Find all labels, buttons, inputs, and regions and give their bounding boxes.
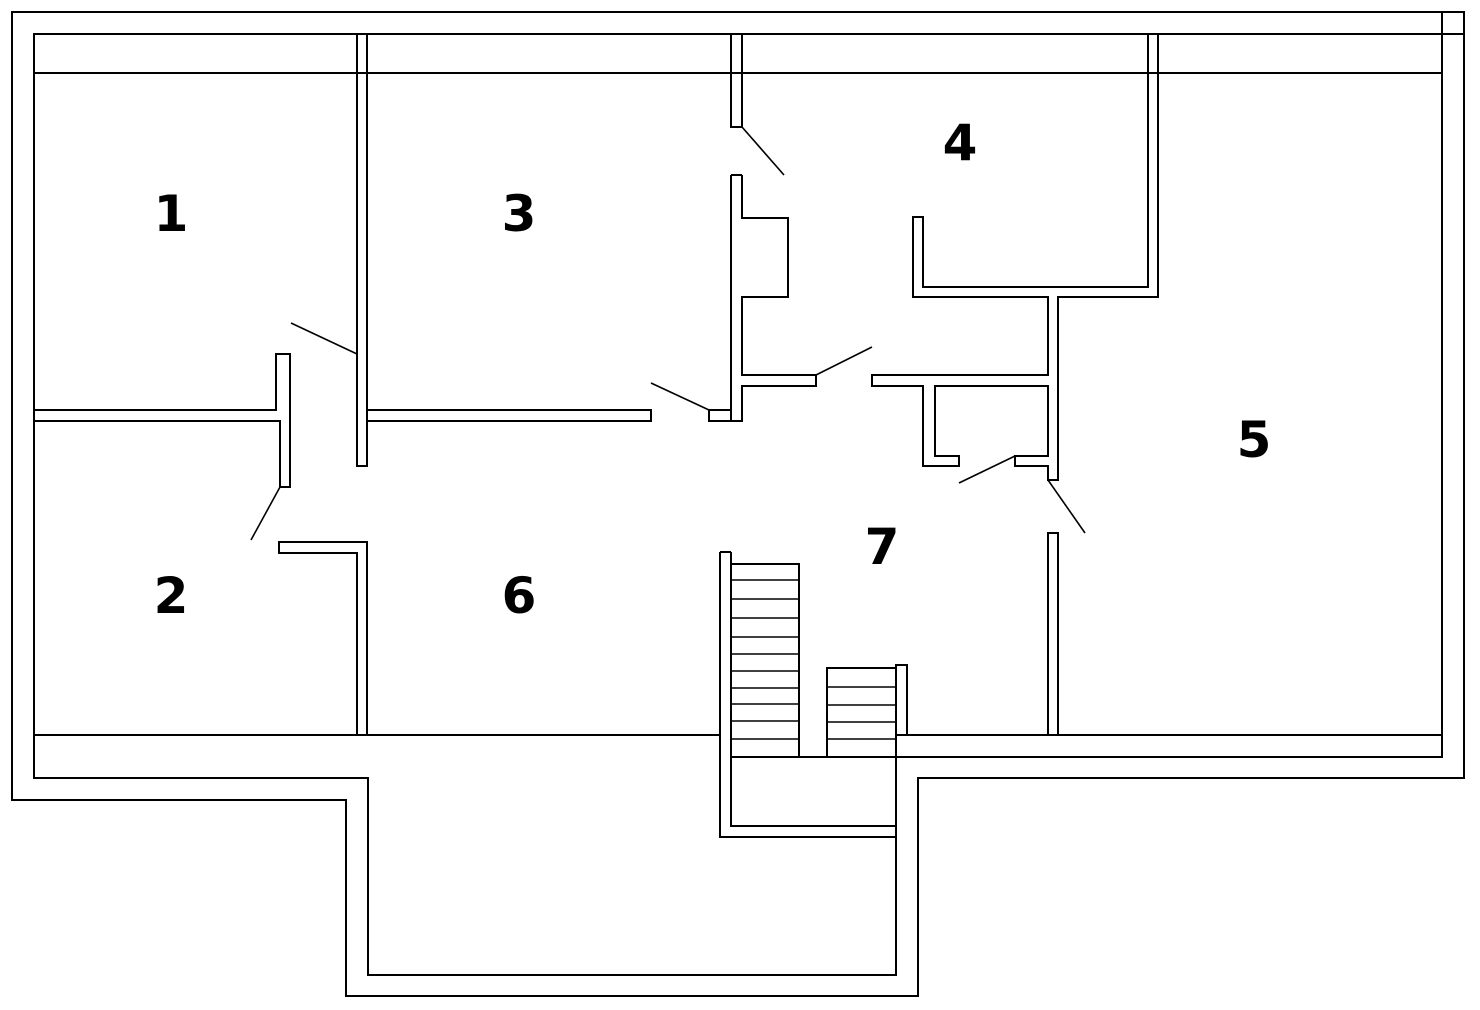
door-room-1 [290, 322, 358, 355]
stair-treads-right [827, 686, 896, 740]
room-labels: 1 2 3 4 5 6 7 [154, 114, 1272, 625]
room-2-label: 2 [154, 567, 189, 625]
door-room-3 [650, 382, 710, 411]
stair-flight-left [730, 563, 800, 758]
interior-walls [34, 33, 1159, 736]
room-5-label: 5 [1237, 411, 1272, 469]
door-room-5 [1047, 479, 1086, 534]
stair-outer-wall [719, 551, 908, 838]
wall-3-4-top [730, 34, 743, 128]
exterior-wall-outer [11, 11, 1465, 997]
doors [250, 126, 1086, 541]
room-3-label: 3 [502, 185, 537, 243]
door-utility [958, 455, 1016, 484]
wall-5-7-lower [1047, 532, 1059, 736]
wall-1-3 [356, 34, 368, 467]
room-6-label: 6 [502, 567, 537, 625]
room-4-label: 4 [943, 114, 978, 172]
wall-3-6 [367, 409, 652, 422]
door-room-3-top [741, 126, 785, 176]
wall-1-2 [34, 353, 291, 488]
room-7-label: 7 [865, 518, 900, 576]
door-closet [815, 346, 873, 376]
staircase [719, 551, 908, 838]
exterior-walls [11, 11, 1465, 997]
wall-3-closet [708, 174, 817, 422]
room-1-label: 1 [154, 185, 189, 243]
exterior-wall-inner [33, 33, 1443, 976]
door-room-2 [250, 486, 281, 541]
stair-treads-left [731, 579, 799, 740]
stair-flight-right [826, 667, 897, 758]
wall-4-bottom [871, 33, 1159, 481]
wall-2-6 [278, 541, 368, 736]
